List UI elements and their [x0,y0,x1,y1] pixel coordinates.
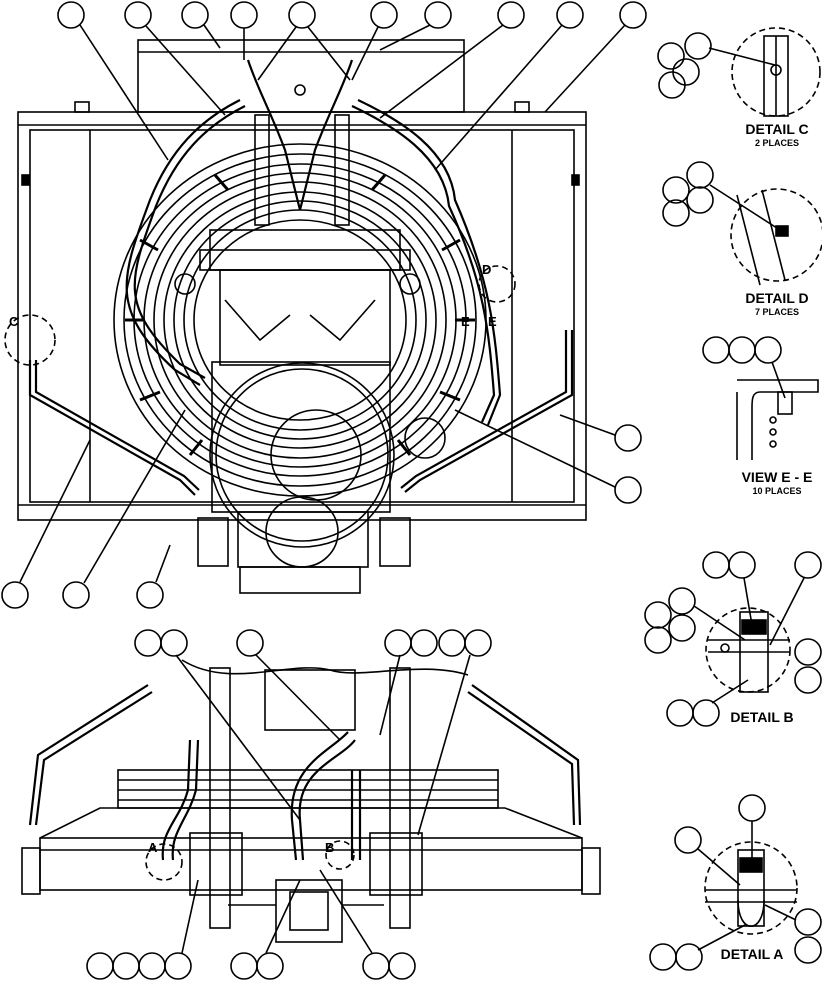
top-balloons [57,1,647,171]
view-ee-title: VIEW E - E [742,469,813,485]
bottom-view-frame [21,659,601,943]
top-view-frame [17,39,587,521]
detail-d-view [730,188,822,286]
bottom-view-balloons [86,629,492,980]
detail-d-title: DETAIL D [745,290,808,306]
radiator-fan-coil [113,143,487,497]
top-left-balloons [1,409,186,609]
detail-balloons [644,32,822,971]
view-ee-note: 10 PLACES [752,486,801,496]
view-circles-bottom [145,840,355,881]
detail-a-title: DETAIL A [721,946,784,962]
engine-assembly [174,114,446,594]
marker-e-right: E [488,314,497,329]
coolant-hoses-bottom [28,684,582,861]
view-circles-top [4,265,516,366]
detail-d-note: 7 PLACES [755,307,799,317]
detail-a-view [704,841,798,935]
detail-c-view [731,27,821,117]
detail-c-note: 2 PLACES [755,138,799,148]
coolant-hoses-top [28,59,574,496]
marker-c: C [9,314,19,329]
marker-e-left: E [461,314,470,329]
marker-d: D [482,262,491,277]
marker-b: B [325,840,334,855]
marker-a: A [148,840,158,855]
detail-b-title: DETAIL B [730,709,793,725]
detail-b-view [705,607,791,693]
detail-c-title: DETAIL C [745,121,808,137]
view-ee-drawing [736,379,819,460]
top-right-balloons [454,409,642,504]
